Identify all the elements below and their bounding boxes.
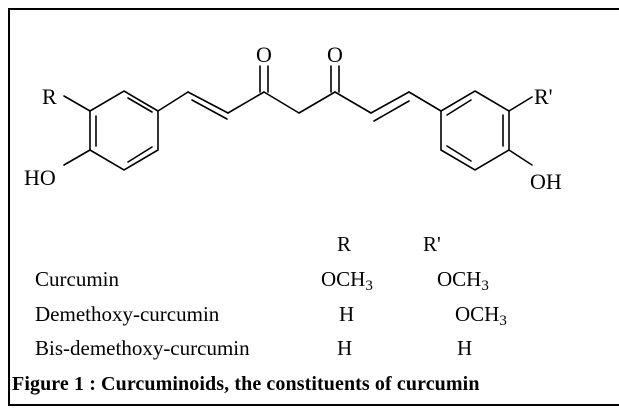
label-oxygen-1: O: [256, 42, 272, 67]
row-r-demethoxy-curcumin: H: [339, 302, 355, 326]
bond-right-r: [508, 96, 533, 112]
label-r-right: R': [534, 84, 553, 109]
bond-right-oh: [508, 149, 533, 166]
bond-left-oh: [63, 149, 91, 166]
dienone-chain: [157, 65, 442, 122]
row-rp-curcumin: OCH3: [437, 267, 489, 294]
row-rp-bis-demethoxy-curcumin: H: [457, 336, 473, 360]
row-rp-demethoxy-curcumin: OCH3: [455, 302, 507, 329]
table-header-r: R: [337, 232, 352, 256]
row-r-bis-demethoxy-curcumin: H: [337, 336, 353, 360]
bond-left-r: [63, 95, 91, 112]
label-oh-right: OH: [530, 169, 562, 194]
row-name-curcumin: Curcumin: [35, 267, 119, 291]
row-r-curcumin: OCH3: [321, 267, 373, 294]
row-name-bis-demethoxy-curcumin: Bis-demethoxy-curcumin: [35, 336, 250, 360]
right-benzene-ring: [440, 90, 510, 171]
row-name-demethoxy-curcumin: Demethoxy-curcumin: [35, 302, 220, 326]
figure-caption: Figure 1 : Curcuminoids, the constituent…: [12, 373, 480, 395]
table-header-r-prime: R': [423, 232, 441, 256]
left-benzene-ring: [89, 90, 159, 171]
label-ho-left: HO: [24, 165, 56, 190]
label-r-left: R: [42, 84, 57, 109]
label-oxygen-2: O: [327, 42, 343, 67]
figure-frame: [8, 8, 619, 406]
